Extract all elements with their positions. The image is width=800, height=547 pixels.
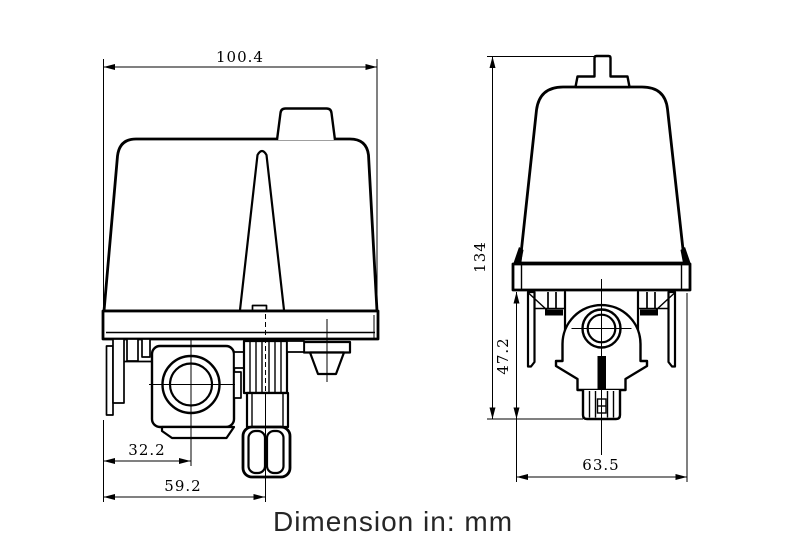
side-gland-step [286,340,305,353]
dim-label-front-lower-height: 47.2 [494,337,512,374]
dimension-side-stem-offset: 59.2 [103,477,265,500]
side-base-plate [101,309,380,341]
dimension-front-height: 134 [471,56,598,420]
side-hex-facet [265,429,285,475]
side-view [101,107,380,502]
dimension-side-width: 100.4 [103,48,378,309]
side-block-foot [160,425,236,440]
side-left-flange [105,345,114,416]
dim-label-front-height: 134 [471,241,489,273]
side-cover-seam [238,149,286,312]
side-tower-ribs [249,341,282,393]
side-bracket-slot [141,338,151,358]
dimension-side-port-offset: 32.2 [103,420,191,502]
side-cover [102,137,379,313]
side-centerlines [149,314,328,502]
front-cover-dome [518,85,686,265]
front-view [511,54,692,455]
side-stem-housing [245,391,290,429]
front-dome-foot [513,247,524,263]
dim-label-side-width: 100.4 [216,48,264,66]
dimension-front-base-width: 63.5 [516,293,688,482]
side-left-bracket [112,338,125,404]
front-stem-threads [588,391,615,418]
front-adjust-knob [574,54,631,89]
dimension-front-lower-height: 47.2 [494,292,520,419]
front-dome-foot [680,247,691,263]
side-block-step [233,371,242,399]
side-top-button [275,107,337,141]
dim-label-front-base-width: 63.5 [582,456,619,474]
dim-label-side-stem-offset: 59.2 [164,477,201,495]
front-right-bracket [636,290,677,368]
side-bracket-slot [126,338,139,362]
dim-label-side-port-offset: 32.2 [128,441,165,459]
caption-dimension-units: Dimension in: mm [273,506,513,537]
front-centerlines [571,279,632,455]
side-seam-notch [251,304,268,310]
front-left-bracket [526,290,567,368]
